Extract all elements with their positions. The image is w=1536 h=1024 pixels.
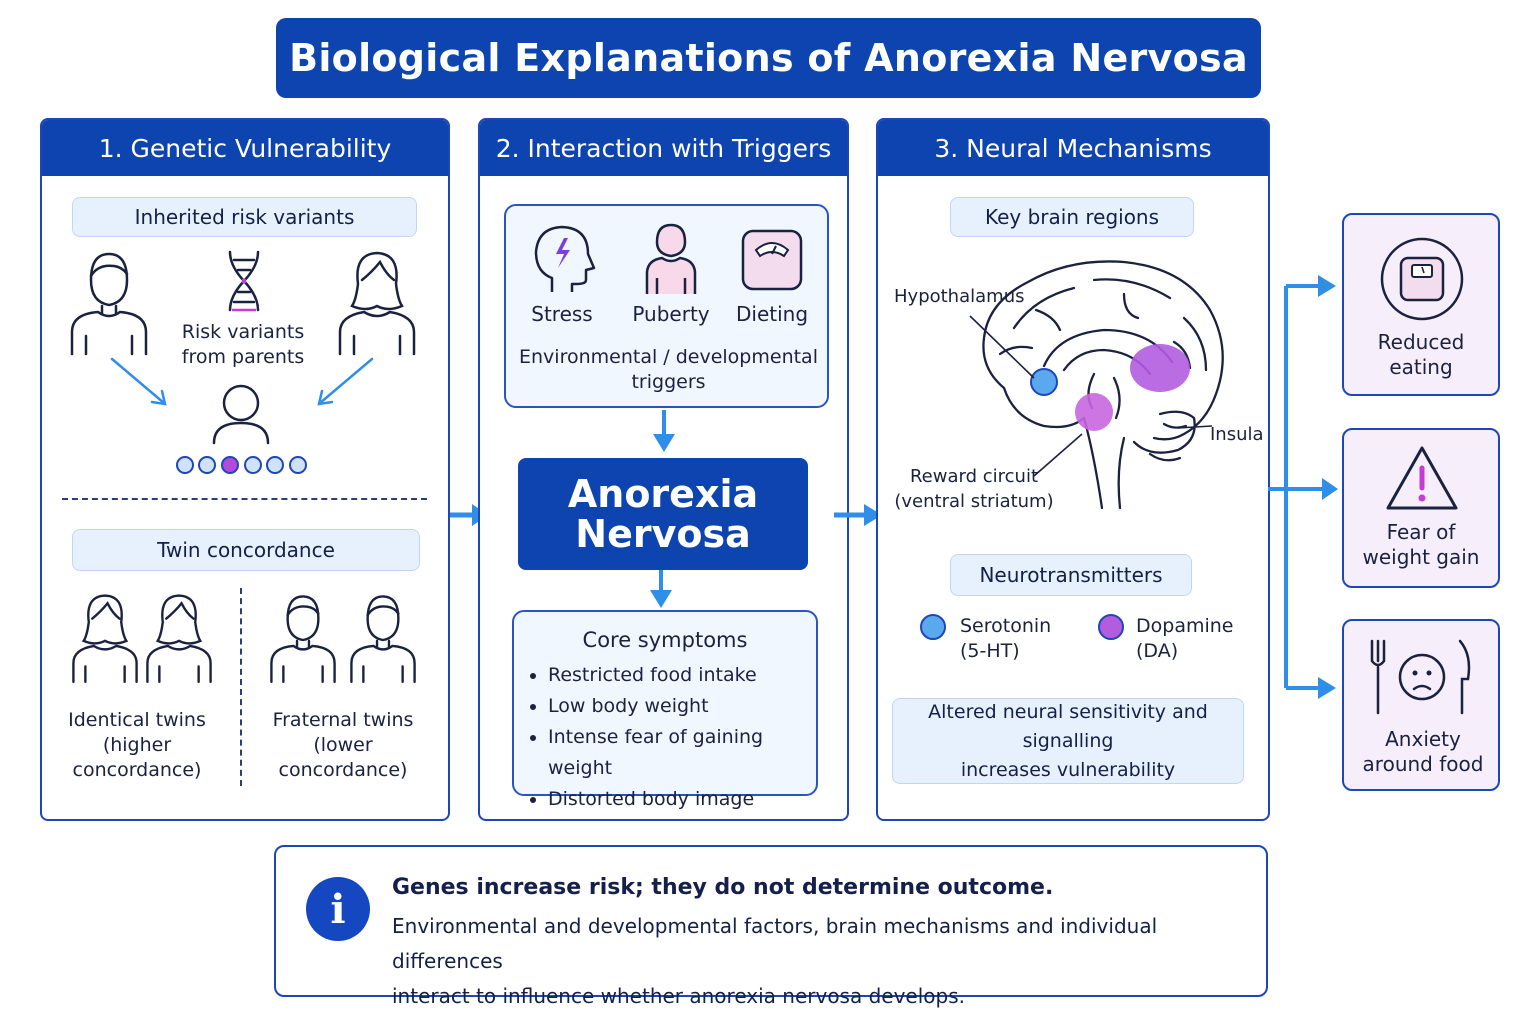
info-body: Environmental and developmental factors,… [392,909,1252,1014]
serotonin-label: Serotonin (5-HT) [960,614,1051,664]
fraternal-line-1: Fraternal twins [272,709,414,731]
puberty-person-icon [645,223,697,294]
dopamine-label: Dopamine (DA) [1136,614,1233,664]
risk-line-1: Risk variants [181,321,305,343]
info-box: i Genes increase risk; they do not deter… [274,845,1268,1008]
insula-label: Insula [1210,424,1264,445]
serotonin-line-2: (5-HT) [960,640,1020,662]
triggers-box: Stress Puberty Dieting Environmental / d… [504,204,829,408]
reward-line-2: (ventral striatum) [894,491,1054,512]
list-item: Distorted body image [528,784,813,815]
condition-line-2: Nervosa [575,512,751,556]
scale-icon [741,229,803,291]
altered-line-2: increases vulnerability [960,758,1176,781]
page-title: Biological Explanations of Anorexia Nerv… [276,18,1261,98]
trigger-label-puberty: Puberty [632,302,710,326]
info-line-2: interact to influence whether anorexia n… [392,984,965,1008]
variant-dots-icon [176,456,307,474]
identical-twin-icon [72,594,138,684]
outcome-line-2: weight gain [1362,545,1480,569]
identical-line-1: Identical twins [68,709,206,731]
trigger-label-dieting: Dieting [735,302,809,326]
dopamine-line-2: (DA) [1136,640,1179,662]
core-symptoms-box: Core symptoms Restricted food intake Low… [512,610,818,810]
inherit-arrows [110,357,374,406]
fraternal-line-2: (lower concordance) [278,734,408,781]
warning-icon [1386,446,1458,510]
anorexia-nervosa-box: Anorexia Nervosa [518,458,808,570]
panel-neural-mechanisms: 3. Neural Mechanisms Key brain regions H… [876,118,1270,821]
outcome-anxiety-food: Anxiety around food [1342,619,1500,791]
fraternal-twin-icon [270,595,336,684]
identical-line-2: (higher concordance) [72,734,202,781]
outcome-branch-arrows [1268,275,1338,699]
section-divider [62,498,427,500]
risk-line-2: from parents [181,346,305,368]
label-pointer-lines [969,315,1213,477]
caption-line-2: triggers [631,371,706,393]
risk-variants-text: Risk variants from parents [172,320,314,370]
altered-sensitivity-box: Altered neural sensitivity and signallin… [892,698,1244,784]
outcome-fear-weight-gain: Fear of weight gain [1342,428,1500,588]
reward-circuit-label: Reward circuit (ventral striatum) [894,464,1054,514]
serotonin-line-1: Serotonin [960,615,1052,637]
brain-icon [982,260,1224,510]
outcome-reduced-eating: Reduced eating [1342,213,1500,396]
reward-line-1: Reward circuit [909,466,1039,487]
panel-heading: 2. Interaction with Triggers [480,120,847,176]
list-item: Restricted food intake [528,660,813,691]
triggers-caption: Environmental / developmental triggers [510,345,827,395]
twin-concordance-pill: Twin concordance [72,529,420,571]
outcome-label: Reduced eating [1344,330,1498,380]
outcome-label: Fear of weight gain [1344,520,1498,570]
inherited-risk-pill: Inherited risk variants [72,197,417,237]
outcome-line-2: around food [1362,752,1484,776]
dopamine-dot-icon [1098,614,1124,640]
scale-icon [1380,237,1464,321]
info-heading: Genes increase risk; they do not determi… [392,875,1054,900]
key-brain-regions-pill: Key brain regions [950,197,1194,237]
list-item: Intense fear of gaining weight [528,722,813,784]
parent-female-icon [338,251,416,356]
anxious-face-cutlery-icon [1370,639,1471,715]
fraternal-twins-label: Fraternal twins (lower concordance) [250,708,436,783]
info-icon: i [306,877,370,941]
dopamine-line-1: Dopamine [1136,615,1234,637]
altered-line-1: Altered neural sensitivity and signallin… [928,700,1208,752]
stress-head-icon [534,225,596,292]
panel-heading: 1. Genetic Vulnerability [42,120,448,176]
parent-male-icon [70,252,148,356]
info-line-1: Environmental and developmental factors,… [392,914,1158,973]
outcome-line-1: Reduced [1377,330,1465,354]
list-item: Low body weight [528,691,813,722]
dna-icon [228,250,260,312]
identical-twin-icon [146,594,212,684]
identical-twins-label: Identical twins (higher concordance) [44,708,230,783]
neurotransmitters-pill: Neurotransmitters [950,554,1192,596]
symptoms-heading: Core symptoms [582,628,748,652]
caption-line-1: Environmental / developmental [519,346,818,368]
symptom-list: Restricted food intake Low body weight I… [528,660,813,815]
panel-heading: 3. Neural Mechanisms [878,120,1268,176]
outcome-line-2: eating [1389,355,1453,379]
outcome-label: Anxiety around food [1344,727,1502,777]
serotonin-dot-icon [920,614,946,640]
outcome-line-1: Fear of [1386,520,1456,544]
hypothalamus-label: Hypothalamus [894,286,1025,307]
trigger-label-stress: Stress [531,302,593,326]
arrow-down-icon [650,570,672,608]
condition-line-1: Anorexia [567,472,759,516]
fraternal-twin-icon [350,595,416,684]
panel-genetic-vulnerability: 1. Genetic Vulnerability Inherited risk … [40,118,450,821]
child-icon [212,384,270,445]
arrow-down-icon [653,410,675,452]
twin-divider [240,588,242,786]
outcome-line-1: Anxiety [1385,727,1461,751]
flow-arrow-icon [834,504,882,526]
